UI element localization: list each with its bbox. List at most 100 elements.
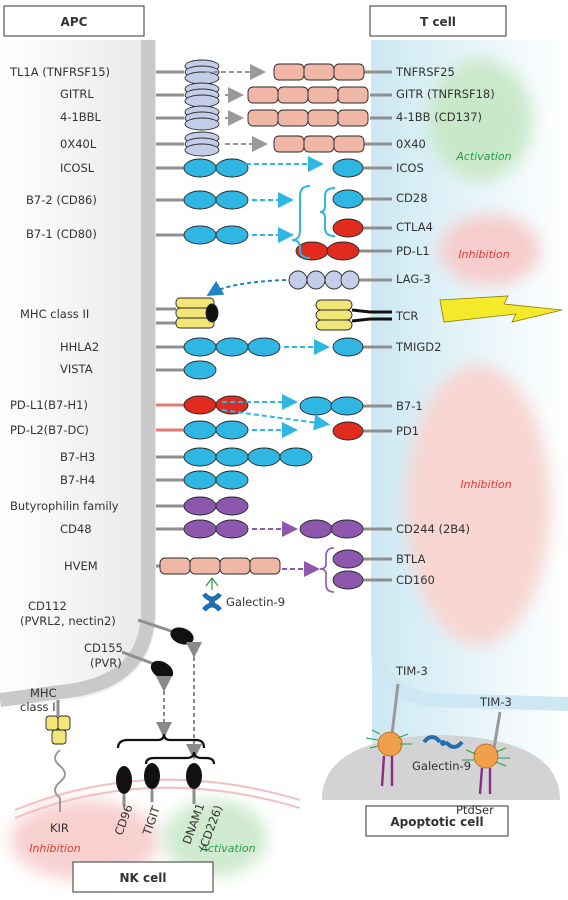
apc-stems-red bbox=[156, 403, 184, 432]
icosl-ligand bbox=[183, 158, 249, 178]
activation-zone-blob bbox=[428, 60, 532, 180]
cd155-molecule bbox=[121, 650, 174, 680]
header-apc: APC bbox=[3, 5, 145, 37]
header-nk-text: NK cell bbox=[120, 871, 167, 885]
tcell-label-cd244: CD244 (2B4) bbox=[396, 522, 470, 536]
apc-label-group: TL1A (TNFRSF15) GITRL 4-1BBL 0X40L ICOSL… bbox=[9, 65, 119, 573]
tim3-label-right: TIM-3 bbox=[479, 695, 512, 709]
ctla4-receptor bbox=[332, 218, 364, 238]
nk-bracket-upper bbox=[116, 733, 206, 749]
tim3-right bbox=[473, 711, 502, 769]
cd244-receptor bbox=[299, 519, 364, 539]
tcell-label-tnfrsf25: TNFRSF25 bbox=[395, 65, 455, 79]
tcell-label-41bb: 4-1BB (CD137) bbox=[396, 110, 482, 124]
tim3-label-left: TIM-3 bbox=[395, 664, 428, 678]
butyrophilin-ligand bbox=[183, 496, 249, 516]
galectin9-apoptotic-label: Galectin-9 bbox=[412, 759, 471, 773]
brace-btla-cd160 bbox=[319, 547, 335, 593]
header-tcell-text: T cell bbox=[420, 15, 456, 29]
apc-label-b71: B7-1 (CD80) bbox=[26, 227, 97, 241]
tigit-receptor: TIGIT bbox=[139, 763, 163, 838]
apc-label-ox40l: 0X40L bbox=[60, 137, 97, 151]
apc-label-vista: VISTA bbox=[60, 362, 93, 376]
apc-label-tl1a: TL1A (TNFRSF15) bbox=[9, 65, 110, 79]
inhibition-zone-blob-top bbox=[440, 215, 540, 285]
apc-label-gitrl: GITRL bbox=[60, 87, 94, 101]
tcell-label-b71: B7-1 bbox=[396, 399, 423, 413]
apc-membrane bbox=[0, 40, 155, 707]
glycan-decor bbox=[365, 729, 510, 767]
header-apc-text: APC bbox=[61, 15, 88, 29]
apc-label-b72: B7-2 (CD86) bbox=[26, 193, 97, 207]
cd155-label-1: CD155 bbox=[84, 641, 123, 655]
hhla2-ligand bbox=[183, 337, 281, 357]
tmigd2-receptor bbox=[332, 337, 364, 357]
tcell-label-tmigd2: TMIGD2 bbox=[395, 340, 441, 354]
tcell-label-cd160: CD160 bbox=[396, 573, 435, 587]
icos-receptor bbox=[332, 158, 364, 178]
tl1a-ligand bbox=[184, 59, 220, 85]
b7h3-ligand bbox=[183, 447, 313, 467]
tnfrsf25-receptor bbox=[273, 63, 365, 81]
ox40l-ligand bbox=[184, 131, 220, 157]
arrows-gray bbox=[205, 64, 268, 152]
mhc1-label-2: class I bbox=[20, 700, 56, 714]
pd1-receptor bbox=[332, 421, 364, 441]
pdl1-tcell-receptor bbox=[295, 241, 360, 261]
kir-receptor: KIR bbox=[50, 749, 69, 835]
tcell-label-pdl1: PD-L1 bbox=[396, 244, 430, 258]
pdl2-ligand bbox=[183, 420, 249, 440]
ptdser-molecules: PtdSer bbox=[380, 755, 494, 817]
b71-ligand bbox=[183, 225, 249, 245]
arrows-blue bbox=[221, 156, 330, 438]
cd112-molecule bbox=[137, 618, 194, 645]
arrow-lag3-to-mhc2 bbox=[206, 279, 287, 297]
inhibition-label-nk: Inhibition bbox=[29, 842, 80, 855]
ox40-receptor bbox=[273, 135, 365, 153]
b72-ligand bbox=[183, 190, 249, 210]
b71-tcell-receptor bbox=[299, 396, 364, 416]
apc-label-mhc2: MHC class II bbox=[20, 307, 89, 321]
tim3-left bbox=[377, 683, 403, 757]
ptdser-label: PtdSer bbox=[456, 803, 494, 817]
inhibition-label-top: Inhibition bbox=[458, 248, 509, 261]
apc-label-41bbl: 4-1BBL bbox=[60, 110, 102, 124]
tcell-label-btla: BTLA bbox=[396, 552, 426, 566]
apc-label-b7h4: B7-H4 bbox=[60, 473, 95, 487]
tcell-label-ctla4: CTLA4 bbox=[396, 220, 433, 234]
arrows-purple bbox=[252, 521, 320, 577]
tcell-label-tcr: TCR bbox=[395, 309, 418, 323]
tcell-label-ox40: 0X40 bbox=[396, 137, 426, 151]
tcell-receptors bbox=[247, 63, 392, 590]
tcr-receptor bbox=[315, 299, 392, 331]
lightning-bolt-icon bbox=[439, 295, 563, 323]
header-apoptotic-text: Apoptotic cell bbox=[390, 815, 483, 829]
tcell-label-pd1: PD1 bbox=[396, 424, 419, 438]
tcell-label-lag3: LAG-3 bbox=[396, 272, 431, 286]
inhibition-zone-blob-large bbox=[406, 365, 550, 645]
header-nk: NK cell bbox=[72, 861, 214, 893]
activation-label-tcell: Activation bbox=[455, 150, 511, 163]
cd48-ligand bbox=[183, 519, 249, 539]
41bbl-ligand bbox=[184, 105, 220, 131]
apc-label-cd48: CD48 bbox=[60, 522, 92, 536]
galectin9-apoptotic: Galectin-9 bbox=[412, 735, 471, 773]
btla-receptor bbox=[332, 549, 364, 569]
tigit-label: TIGIT bbox=[139, 803, 163, 838]
cd155-label-2: (PVR) bbox=[90, 656, 122, 670]
tcell-label-icos: ICOS bbox=[396, 161, 424, 175]
tcell-membrane bbox=[371, 40, 568, 711]
gitrl-ligand bbox=[184, 82, 220, 108]
inhibition-label-large: Inhibition bbox=[460, 478, 511, 491]
gitr-receptor bbox=[247, 86, 369, 104]
nk-inhibition-blob bbox=[10, 800, 160, 880]
tcell-label-cd28: CD28 bbox=[396, 191, 428, 205]
apc-label-pdl1: PD-L1(B7-H1) bbox=[10, 398, 88, 412]
apc-stems bbox=[156, 70, 184, 568]
tcell-stems bbox=[354, 70, 392, 582]
vista-ligand bbox=[183, 360, 217, 380]
apc-label-hvem: HVEM bbox=[64, 559, 98, 573]
cd112-label-2: (PVRL2, nectin2) bbox=[20, 614, 116, 628]
brace-cd28-group bbox=[291, 185, 311, 259]
